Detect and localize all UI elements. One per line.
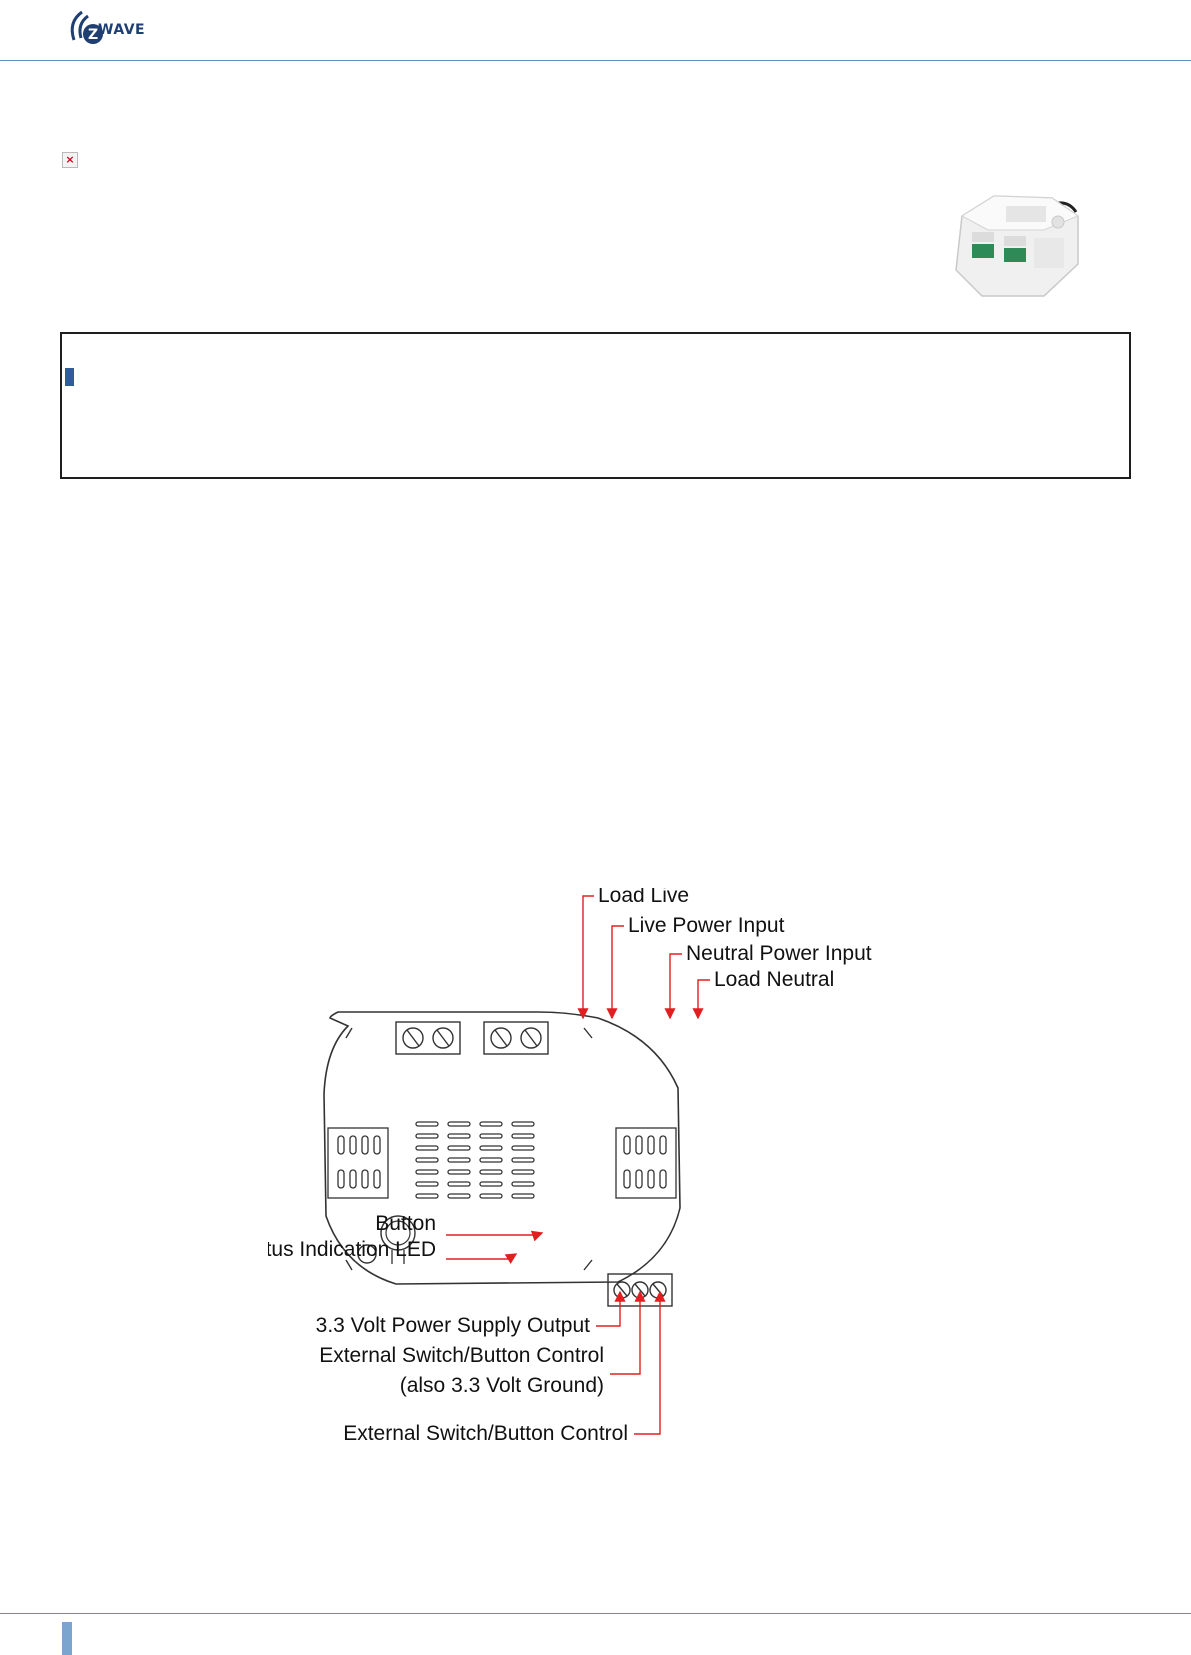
label-external-control-2: External Switch/Button Control <box>343 1422 628 1445</box>
label-ground-note: (also 3.3 Volt Ground) <box>400 1374 604 1397</box>
module-button <box>380 1215 416 1264</box>
zwave-logo: Z <box>62 4 162 48</box>
header-divider <box>0 60 1191 61</box>
label-power-supply-output: 3.3 Volt Power Supply Output <box>316 1314 590 1337</box>
label-external-control-1: External Switch/Button Control <box>319 1344 604 1367</box>
label-load-neutral: Load Neutral <box>714 968 834 991</box>
module-outline <box>323 1011 681 1285</box>
top-terminal-right <box>483 1021 549 1055</box>
zwave-wave-icon: Z <box>70 10 103 44</box>
product-photo <box>948 186 1088 304</box>
note-box <box>60 332 1131 479</box>
wiring-diagram: Load Live Live Power Input Neutral Power… <box>268 888 872 1445</box>
broken-image-icon: × <box>62 152 78 168</box>
note-marker <box>65 368 74 386</box>
status-led <box>357 1244 377 1264</box>
label-load-live: Load Live <box>598 888 689 907</box>
right-vents <box>615 1127 677 1199</box>
footer-divider <box>0 1613 1191 1614</box>
label-live-power-input: Live Power Input <box>628 914 785 937</box>
logo-text: WAVE <box>98 22 146 38</box>
label-button: Button <box>375 1212 436 1235</box>
top-terminal-left <box>395 1021 461 1055</box>
center-vents <box>415 1121 535 1199</box>
left-vents <box>327 1127 389 1199</box>
footer-marker <box>62 1622 72 1655</box>
logo-letter: Z <box>88 27 98 43</box>
label-status-led: Status Indication LED <box>268 1238 436 1261</box>
label-neutral-power-input: Neutral Power Input <box>686 942 872 965</box>
